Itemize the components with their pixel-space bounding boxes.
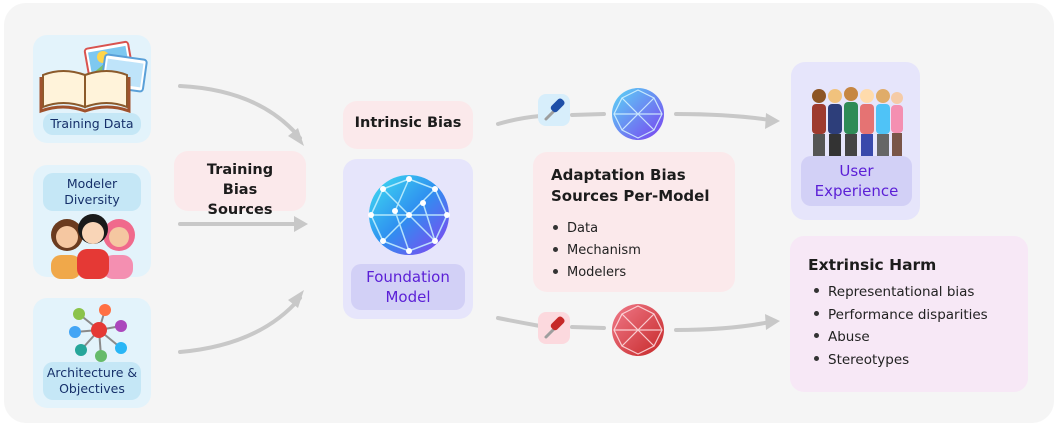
arrow-to-tool-top — [496, 114, 542, 126]
adaptation-tool-top — [538, 94, 570, 126]
adaptation-bias-list: Data Mechanism Modelers — [551, 218, 641, 284]
modeler-diversity-box: Modeler Diversity — [33, 165, 151, 279]
list-item: Representational bias — [812, 281, 988, 304]
training-data-box: Training Data — [33, 35, 151, 143]
crowd-icon — [812, 87, 903, 160]
arrow-architecture — [178, 296, 302, 354]
arrowhead — [288, 290, 304, 308]
arrowhead — [288, 128, 304, 146]
globe-network-icon — [612, 88, 664, 140]
arrow-training-data — [178, 84, 302, 140]
arrowhead — [765, 314, 780, 330]
arrow-tool-to-globe-bottom — [570, 325, 606, 330]
screwdriver-icon — [544, 98, 565, 121]
arrow-to-extrinsic-harm — [674, 320, 772, 332]
extrinsic-harm-list: Representational bias Performance dispar… — [812, 281, 988, 371]
list-item: Abuse — [812, 326, 988, 349]
architecture-box: Architecture & Objectives — [33, 298, 151, 408]
list-item: Performance disparities — [812, 304, 988, 327]
list-item: Modelers — [551, 262, 641, 284]
list-item: Mechanism — [551, 240, 641, 262]
foundation-model-label: Foundation Model — [351, 264, 465, 310]
user-experience-box: User Experience — [791, 62, 920, 220]
intrinsic-bias-label: Intrinsic Bias — [354, 115, 462, 131]
arrowhead — [294, 216, 308, 232]
globe-network-icon — [368, 175, 450, 255]
architecture-label: Architecture & Objectives — [43, 362, 141, 400]
modeler-diversity-label: Modeler Diversity — [43, 173, 141, 211]
arrow-to-tool-bottom — [496, 316, 542, 328]
adaptation-bias-title: Adaptation Bias Sources Per-Model — [551, 166, 710, 205]
user-experience-label: User Experience — [801, 156, 912, 206]
arrow-tool-to-globe-top — [570, 112, 606, 117]
book-icon — [39, 40, 148, 114]
neural-network-icon — [69, 304, 127, 362]
globe-network-icon — [612, 304, 664, 356]
extrinsic-harm-box: Extrinsic Harm Representational bias Per… — [790, 236, 1028, 392]
training-data-label: Training Data — [43, 113, 141, 135]
screwdriver-icon — [544, 316, 565, 339]
people-group-icon — [51, 214, 135, 279]
training-bias-sources-label: Training Bias Sources — [206, 162, 274, 218]
extrinsic-harm-title: Extrinsic Harm — [808, 256, 937, 274]
arrow-to-user-experience — [674, 112, 772, 122]
arrowhead — [765, 113, 780, 129]
intrinsic-bias-box: Intrinsic Bias — [343, 101, 473, 149]
training-bias-sources-box: Training Bias Sources — [174, 151, 306, 218]
adaptation-tool-bottom — [538, 312, 570, 344]
adaptation-bias-box: Adaptation Bias Sources Per-Model Data M… — [533, 152, 735, 292]
foundation-model-box: Foundation Model — [343, 159, 473, 319]
list-item: Stereotypes — [812, 349, 988, 372]
list-item: Data — [551, 218, 641, 240]
